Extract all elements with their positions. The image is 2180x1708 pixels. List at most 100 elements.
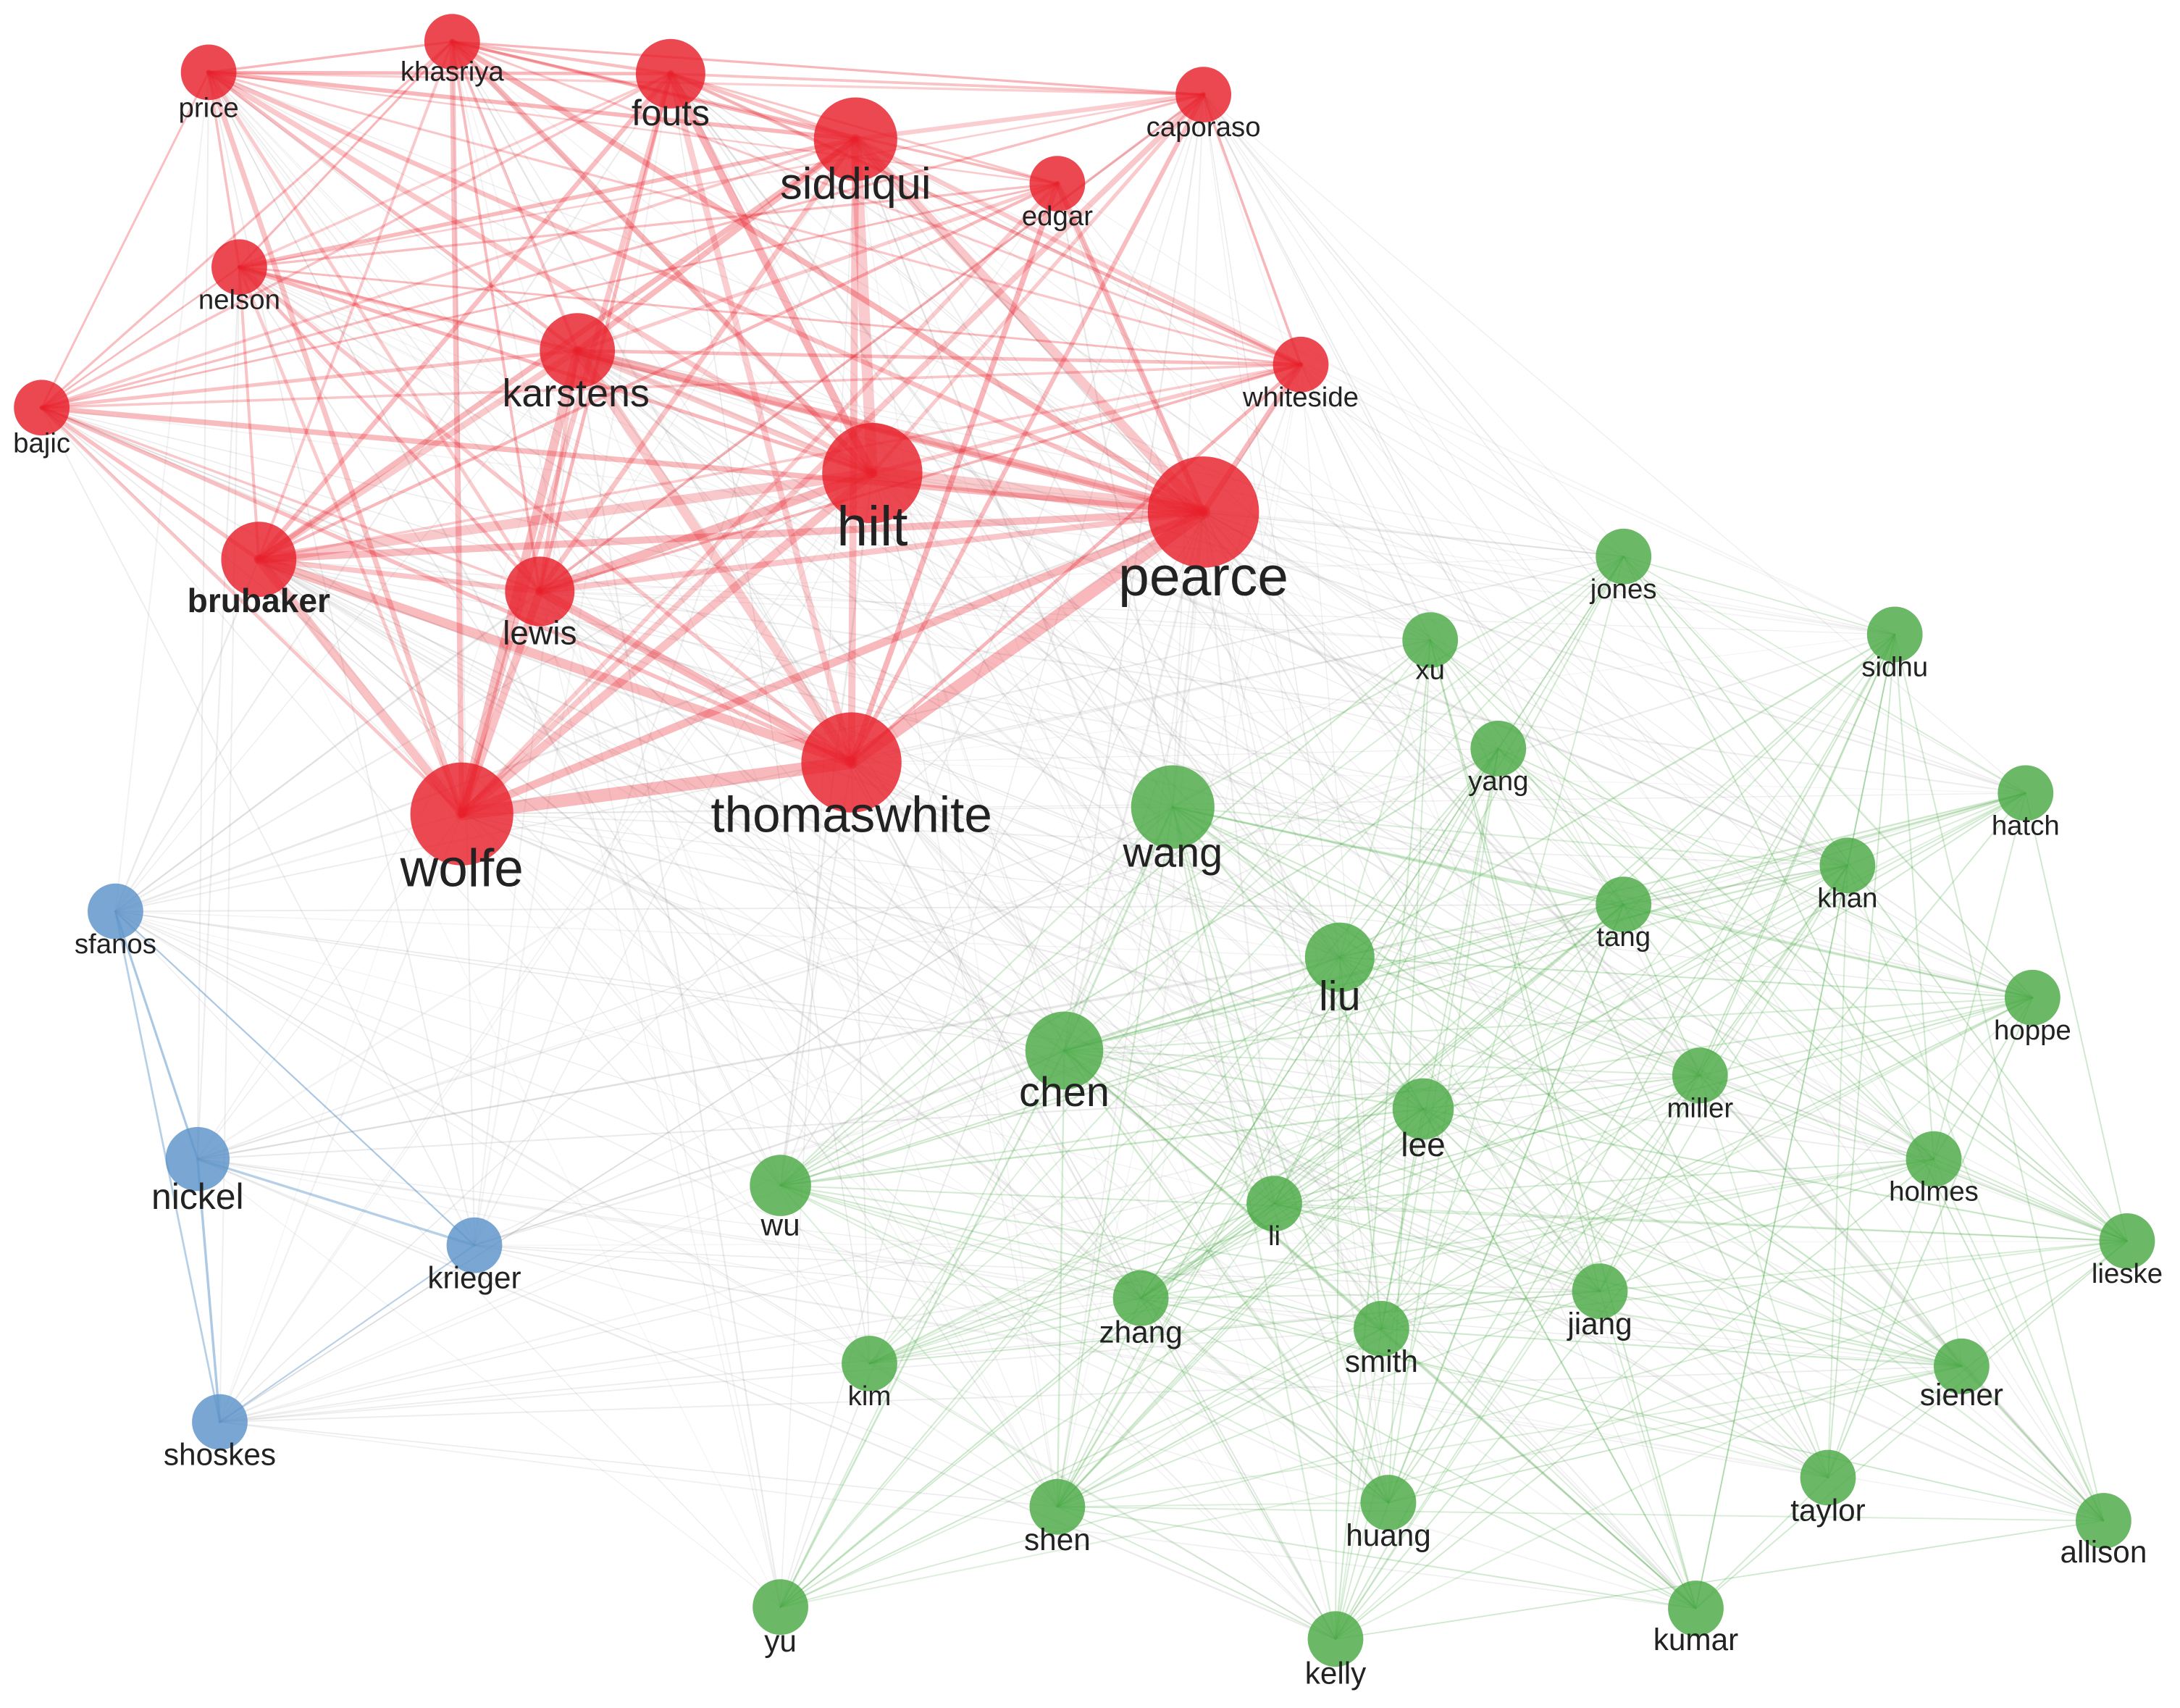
- node-khan[interactable]: [1819, 837, 1876, 894]
- edge-lee-smith: [1380, 1108, 1424, 1330]
- node-li[interactable]: [1246, 1176, 1302, 1231]
- node-bajic[interactable]: [14, 380, 70, 436]
- edge-holmes-lieske: [1933, 1158, 2128, 1242]
- edge-shoskes-xu: [219, 639, 1431, 1423]
- node-kelly[interactable]: [1307, 1611, 1364, 1667]
- node-smith[interactable]: [1354, 1301, 1409, 1357]
- edge-xu-huang: [1388, 639, 1431, 1504]
- node-edgar[interactable]: [1029, 156, 1086, 212]
- edge-brubaker-sfanos: [114, 558, 260, 913]
- node-holmes[interactable]: [1906, 1131, 1962, 1187]
- node-jiang[interactable]: [1572, 1263, 1628, 1319]
- node-sfanos[interactable]: [87, 883, 143, 939]
- edge-liu-smith: [1338, 956, 1383, 1330]
- edge-wu-zhang: [779, 1184, 1142, 1299]
- node-siener[interactable]: [1934, 1338, 1990, 1394]
- node-jones[interactable]: [1596, 528, 1652, 585]
- edge-yang-yu: [779, 748, 1499, 1608]
- node-label-karstens: karstens: [503, 372, 650, 415]
- node-hilt[interactable]: [822, 422, 923, 524]
- node-siddiqui[interactable]: [813, 97, 897, 181]
- node-label-wang: wang: [1122, 830, 1223, 876]
- edge-li-shen: [1056, 1202, 1275, 1508]
- node-huang[interactable]: [1360, 1475, 1417, 1531]
- edge-lieske-yu: [779, 1240, 2128, 1608]
- edge-siddiqui-hatch: [855, 138, 2026, 794]
- edge-hilt-khan: [871, 472, 1849, 867]
- edge-siddiqui-huang: [855, 138, 1390, 1504]
- node-shoskes[interactable]: [192, 1394, 248, 1450]
- node-kumar[interactable]: [1668, 1581, 1724, 1636]
- edge-khasriya-whiteside: [450, 41, 1302, 366]
- edge-lewis-wang: [539, 590, 1174, 808]
- edge-edgar-taylor: [1057, 183, 1829, 1478]
- edge-hatch-khan: [1846, 792, 2026, 866]
- edge-wolfe-shoskes: [219, 813, 463, 1423]
- edge-khan-wu: [779, 864, 1848, 1186]
- node-nelson[interactable]: [211, 239, 267, 296]
- edge-wang-chen: [1063, 805, 1174, 1052]
- node-karstens[interactable]: [540, 313, 616, 388]
- edge-sfanos-li: [114, 910, 1275, 1205]
- edge-hoppe-miller: [1699, 997, 2034, 1076]
- edge-fouts-hoppe: [669, 72, 2034, 999]
- node-label-wolfe: wolfe: [399, 840, 523, 898]
- edge-jiang-kumar: [1599, 1290, 1697, 1609]
- node-caporaso[interactable]: [1175, 67, 1231, 122]
- edge-jones-chen: [1063, 556, 1624, 1052]
- node-nickel[interactable]: [165, 1126, 230, 1192]
- node-miller[interactable]: [1672, 1047, 1728, 1104]
- node-xu[interactable]: [1402, 612, 1459, 668]
- node-allison[interactable]: [2076, 1493, 2131, 1549]
- node-lieske[interactable]: [2099, 1213, 2155, 1269]
- edge-jones-hoppe: [1622, 556, 2034, 999]
- edge-siddiqui-whiteside: [853, 136, 1304, 367]
- edge-taylor-kumar: [1695, 1476, 1829, 1609]
- node-label-smith: smith: [1345, 1344, 1418, 1378]
- node-liu[interactable]: [1304, 922, 1375, 992]
- node-taylor[interactable]: [1800, 1449, 1856, 1506]
- edge-pearce-chen: [1062, 511, 1205, 1052]
- node-wolfe[interactable]: [410, 762, 513, 866]
- edge-lee-kumar: [1422, 1108, 1697, 1609]
- node-label-edgar: edgar: [1022, 201, 1093, 232]
- node-wu[interactable]: [750, 1155, 811, 1216]
- node-wang[interactable]: [1131, 765, 1215, 849]
- edge-liu-kumar: [1338, 956, 1697, 1609]
- node-hatch[interactable]: [1997, 765, 2054, 821]
- edge-hilt-chen: [871, 472, 1065, 1052]
- edge-miller-shen: [1056, 1074, 1701, 1508]
- edge-edgar-shoskes: [219, 183, 1058, 1423]
- node-hoppe[interactable]: [2005, 969, 2060, 1026]
- node-shen[interactable]: [1029, 1478, 1086, 1535]
- edge-whiteside-chen: [1063, 364, 1301, 1052]
- edge-miller-kelly: [1335, 1074, 1701, 1640]
- node-thomaswhite[interactable]: [801, 712, 902, 813]
- node-lee[interactable]: [1392, 1078, 1454, 1140]
- node-label-nelson: nelson: [198, 284, 280, 315]
- node-yang[interactable]: [1470, 721, 1527, 776]
- node-zhang[interactable]: [1112, 1270, 1169, 1326]
- node-price[interactable]: [180, 44, 237, 101]
- node-chen[interactable]: [1025, 1011, 1104, 1090]
- node-fouts[interactable]: [635, 38, 705, 109]
- edge-brubaker-thomaswhite: [253, 554, 857, 768]
- node-yu[interactable]: [752, 1579, 808, 1636]
- node-kim[interactable]: [842, 1336, 897, 1391]
- node-lewis[interactable]: [505, 556, 575, 627]
- node-pearce[interactable]: [1147, 456, 1259, 568]
- edge-xu-wu: [779, 639, 1431, 1186]
- edge-brubaker-kumar: [258, 558, 1697, 1609]
- node-brubaker[interactable]: [221, 522, 297, 598]
- node-sidhu[interactable]: [1866, 606, 1923, 663]
- edge-whiteside-brubaker: [257, 363, 1302, 561]
- edge-hilt-smith: [871, 472, 1383, 1330]
- node-whiteside[interactable]: [1273, 336, 1329, 393]
- node-krieger[interactable]: [446, 1217, 503, 1273]
- node-khasriya[interactable]: [424, 14, 480, 70]
- edge-hilt-lewis: [535, 469, 877, 596]
- edge-thomaswhite-sidhu: [850, 634, 1895, 763]
- edge-caporaso-chen: [1063, 93, 1204, 1052]
- node-tang[interactable]: [1596, 876, 1652, 932]
